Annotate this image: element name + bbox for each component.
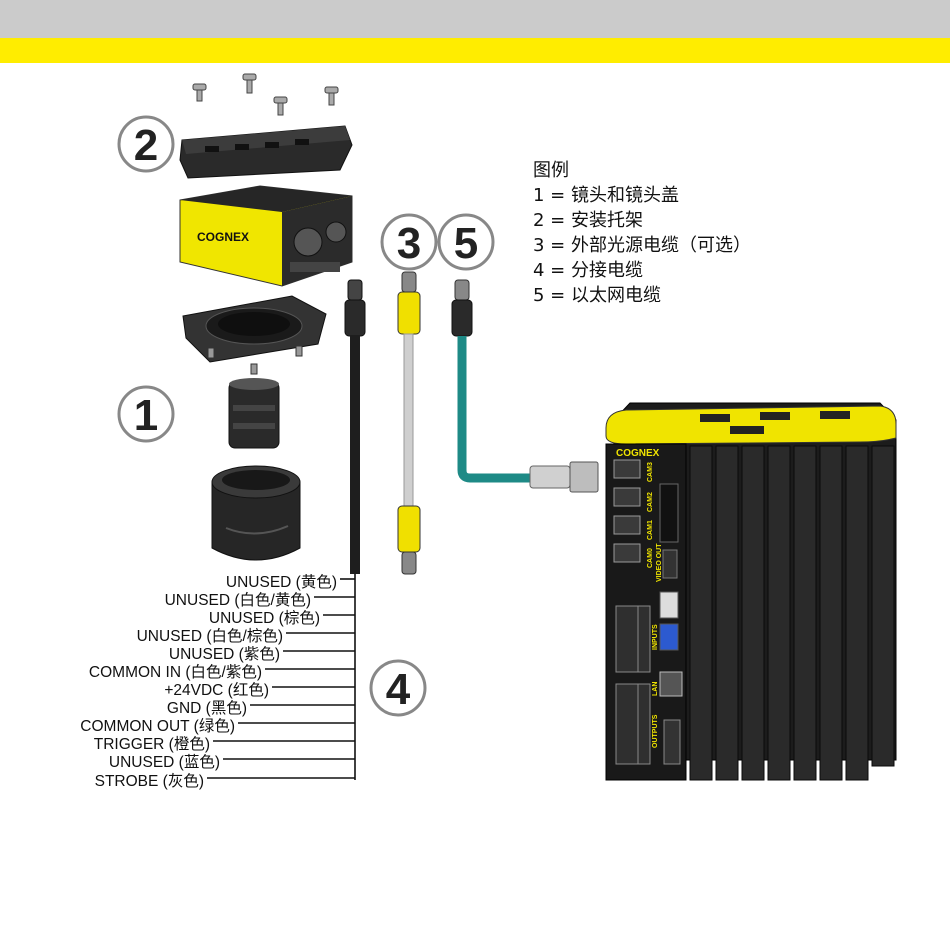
legend-item-4: 4 = 分接电缆 xyxy=(533,258,751,283)
port-label-video-out: VIDEO OUT xyxy=(656,543,663,582)
legend-item-1: 1 = 镜头和镜头盖 xyxy=(533,183,751,208)
callout-2: 2 xyxy=(119,117,173,171)
breakout-cable xyxy=(345,280,365,574)
svg-text:3: 3 xyxy=(397,219,421,268)
light-cable xyxy=(398,272,420,574)
svg-text:2: 2 xyxy=(134,121,158,170)
svg-text:4: 4 xyxy=(386,665,411,714)
controller-logo: COGNEX xyxy=(616,448,660,459)
port-label-outputs: OUTPUTS xyxy=(652,714,659,748)
vision-controller xyxy=(606,403,896,780)
camera-logo: COGNEX xyxy=(197,230,249,244)
lens-mount-flange xyxy=(183,296,326,374)
mounting-bracket xyxy=(180,126,352,178)
svg-text:1: 1 xyxy=(134,391,158,440)
legend-title: 图例 xyxy=(533,158,751,183)
lens-cover xyxy=(212,466,300,560)
port-label-lan: LAN xyxy=(652,682,659,696)
legend-item-2: 2 = 安装托架 xyxy=(533,208,751,233)
port-label-cam1: CAM1 xyxy=(647,520,654,540)
callout-3: 3 xyxy=(382,215,436,269)
legend-item-3: 3 = 外部光源电缆（可选） xyxy=(533,233,751,258)
screw xyxy=(325,87,338,105)
screw xyxy=(243,74,256,93)
port-label-inputs: INPUTS xyxy=(652,624,659,650)
legend: 图例 1 = 镜头和镜头盖 2 = 安装托架 3 = 外部光源电缆（可选） 4 … xyxy=(533,158,751,308)
callout-5: 5 xyxy=(439,215,493,269)
ethernet-cable xyxy=(452,280,598,492)
legend-item-5: 5 = 以太网电缆 xyxy=(533,283,751,308)
port-label-cam3: CAM3 xyxy=(647,462,654,482)
screws-group xyxy=(193,74,338,115)
callout-4: 4 xyxy=(371,661,425,715)
port-label-cam0: CAM0 xyxy=(647,548,654,568)
screw xyxy=(193,84,206,101)
port-label-cam2: CAM2 xyxy=(647,492,654,512)
svg-text:5: 5 xyxy=(454,219,478,268)
screw xyxy=(274,97,287,115)
callout-1: 1 xyxy=(119,387,173,441)
lens xyxy=(229,378,279,448)
wire-label: STROBE (灰色) xyxy=(95,769,204,791)
